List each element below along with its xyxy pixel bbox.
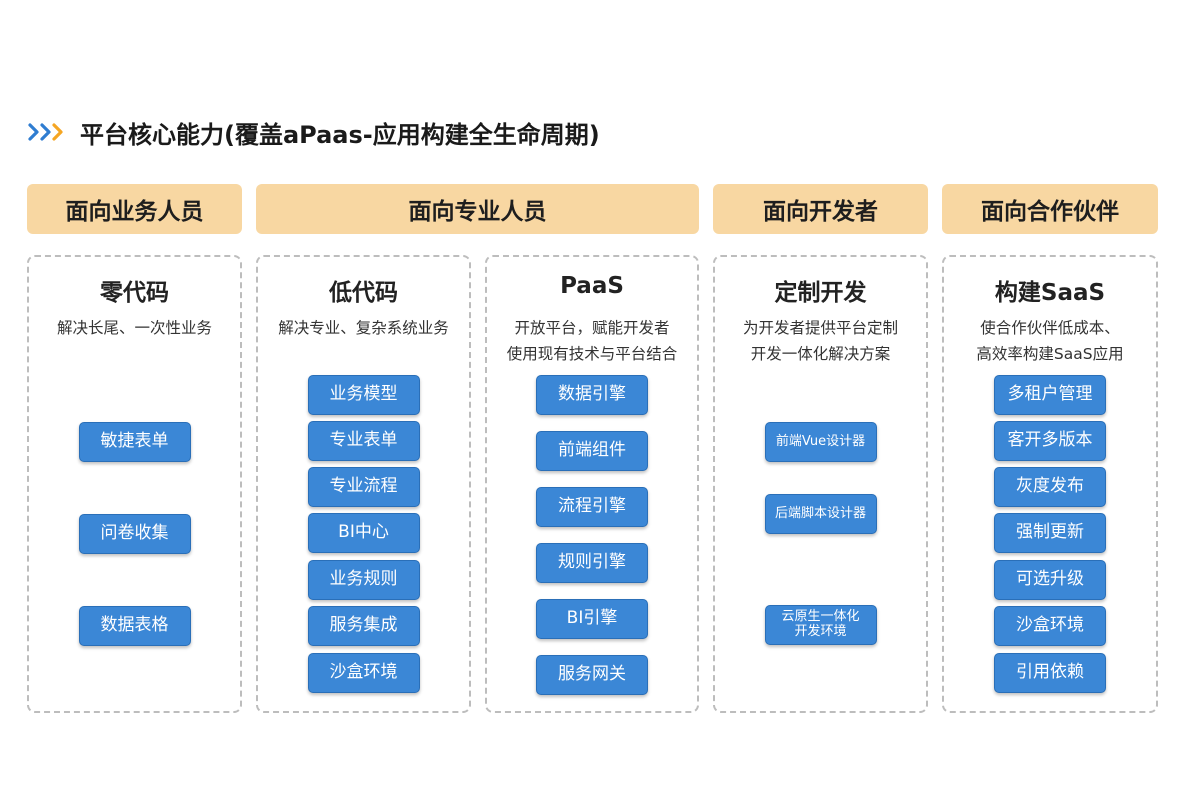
frontend-vue-designer-button[interactable]: 前端Vue设计器 — [764, 422, 877, 462]
column-description-line: 开放平台，赋能开发者 — [514, 319, 670, 337]
cloud-native-dev-env-button[interactable]: 云原生一体化 开发环境 — [764, 605, 877, 645]
reference-dependency-button[interactable]: 引用依赖 — [994, 653, 1106, 693]
header-developers: 面向开发者 — [713, 184, 928, 234]
optional-upgrade-button[interactable]: 可选升级 — [994, 560, 1106, 600]
header-professional-users: 面向专业人员 — [256, 184, 699, 234]
column-description-line: 解决长尾、一次性业务 — [56, 319, 212, 337]
business-rules-button[interactable]: 业务规则 — [307, 560, 420, 600]
triple-chevron-right-icon — [28, 123, 63, 141]
column-description-line: 使用现有技术与平台结合 — [506, 345, 678, 363]
column-low-code: 低代码 解决专业、复杂系统业务 业务模型 专业表单 专业流程 BI中心 业务规则… — [256, 255, 471, 713]
header-business-users: 面向业务人员 — [27, 184, 242, 234]
data-engine-button[interactable]: 数据引擎 — [536, 375, 648, 415]
column-paas: PaaS 开放平台，赋能开发者 使用现有技术与平台结合 数据引擎 前端组件 流程… — [485, 255, 699, 713]
column-title: 定制开发 — [774, 280, 867, 306]
multi-tenant-management-button[interactable]: 多租户管理 — [994, 375, 1106, 415]
rules-engine-button[interactable]: 规则引擎 — [536, 543, 648, 583]
agile-form-button[interactable]: 敏捷表单 — [78, 422, 191, 462]
process-engine-button[interactable]: 流程引擎 — [536, 487, 648, 527]
column-description: 使合作伙伴低成本、 高效率构建SaaS应用 — [944, 315, 1156, 367]
sandbox-environment-button[interactable]: 沙盒环境 — [994, 606, 1106, 646]
column-description-line: 解决专业、复杂系统业务 — [278, 319, 449, 337]
business-model-button[interactable]: 业务模型 — [307, 375, 420, 415]
custom-multi-version-button[interactable]: 客开多版本 — [994, 421, 1106, 461]
page-title: 平台核心能力(覆盖aPaas-应用构建全生命周期) — [80, 120, 600, 149]
column-description-line: 开发一体化解决方案 — [750, 345, 891, 363]
title-row: 平台核心能力(覆盖aPaas-应用构建全生命周期) — [28, 112, 600, 152]
button-label-line: 云原生一体化 — [781, 609, 860, 625]
bi-center-button[interactable]: BI中心 — [307, 513, 420, 553]
column-description: 开放平台，赋能开发者 使用现有技术与平台结合 — [487, 315, 697, 367]
gray-release-button[interactable]: 灰度发布 — [994, 467, 1106, 507]
column-description: 解决长尾、一次性业务 — [29, 315, 240, 341]
survey-collection-button[interactable]: 问卷收集 — [78, 514, 191, 554]
button-label-line: 开发环境 — [794, 624, 847, 639]
data-table-button[interactable]: 数据表格 — [78, 606, 191, 646]
column-description-line: 高效率构建SaaS应用 — [976, 345, 1124, 363]
column-zero-code: 零代码 解决长尾、一次性业务 敏捷表单 问卷收集 数据表格 — [27, 255, 242, 713]
frontend-components-button[interactable]: 前端组件 — [536, 431, 648, 471]
bi-engine-button[interactable]: BI引擎 — [536, 599, 648, 639]
column-title: 构建SaaS — [994, 280, 1106, 306]
column-custom-development: 定制开发 为开发者提供平台定制 开发一体化解决方案 前端Vue设计器 后端脚本设… — [713, 255, 928, 713]
header-partners: 面向合作伙伴 — [942, 184, 1158, 234]
column-description-line: 使合作伙伴低成本、 — [980, 319, 1120, 337]
column-description: 为开发者提供平台定制 开发一体化解决方案 — [715, 315, 926, 367]
column-title: PaaS — [560, 273, 624, 299]
professional-form-button[interactable]: 专业表单 — [307, 421, 420, 461]
backend-script-designer-button[interactable]: 后端脚本设计器 — [764, 494, 877, 534]
column-description: 解决专业、复杂系统业务 — [258, 315, 469, 341]
professional-process-button[interactable]: 专业流程 — [307, 467, 420, 507]
column-title: 低代码 — [329, 280, 398, 306]
column-description-line: 为开发者提供平台定制 — [742, 319, 898, 337]
column-build-saas: 构建SaaS 使合作伙伴低成本、 高效率构建SaaS应用 多租户管理 客开多版本… — [942, 255, 1158, 713]
service-integration-button[interactable]: 服务集成 — [307, 606, 420, 646]
column-title: 零代码 — [100, 280, 169, 306]
forced-update-button[interactable]: 强制更新 — [994, 513, 1106, 553]
sandbox-environment-button[interactable]: 沙盒环境 — [307, 653, 420, 693]
service-gateway-button[interactable]: 服务网关 — [536, 655, 648, 695]
